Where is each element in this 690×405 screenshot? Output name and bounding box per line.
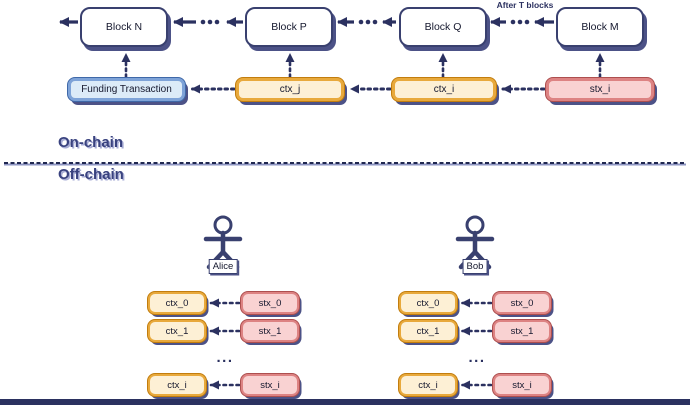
bob-rows-ellipsis: ...	[468, 349, 486, 366]
stx-box: stx_0	[241, 292, 299, 314]
block-p: Block P	[245, 7, 333, 47]
ctx-box: ctx_1	[399, 320, 457, 342]
revocation-arrows-alice	[209, 298, 241, 390]
block-n: Block N	[80, 7, 168, 47]
alice-rows-ellipsis: ...	[216, 349, 234, 366]
ctx-box: ctx_0	[399, 292, 457, 314]
stx-box: stx_i	[241, 374, 299, 396]
funding-transaction-node: Funding Transaction	[68, 78, 185, 101]
revocation-arrows-bob	[460, 298, 493, 390]
onchain-label: On-chain	[58, 134, 124, 151]
block-q: Block Q	[399, 7, 487, 47]
bottom-border-bar	[0, 399, 690, 405]
ctx-box: ctx_0	[148, 292, 206, 314]
offchain-label: Off-chain	[58, 166, 124, 183]
block-m: Block M	[556, 7, 644, 47]
stx-box: stx_1	[493, 320, 551, 342]
stx-box: stx_i	[493, 374, 551, 396]
tx-confirmation-arrows	[121, 52, 605, 79]
stx-box: stx_1	[241, 320, 299, 342]
onchain-offchain-divider-line	[4, 162, 686, 166]
ctx-box: ctx_1	[148, 320, 206, 342]
ctx-box: ctx_i	[148, 374, 206, 396]
alice-name-label: Alice	[208, 259, 238, 274]
ctx-box: ctx_i	[399, 374, 457, 396]
stx-box: stx_0	[493, 292, 551, 314]
bob-name-label: Bob	[462, 259, 488, 274]
after-t-blocks-label: After T blocks	[496, 0, 554, 10]
stx-i-node: stx_i	[546, 78, 654, 101]
chain-ellipsis-dots	[200, 19, 530, 25]
ctx-j-node: ctx_j	[236, 78, 344, 101]
ctx-i-node: ctx_i	[392, 78, 496, 101]
